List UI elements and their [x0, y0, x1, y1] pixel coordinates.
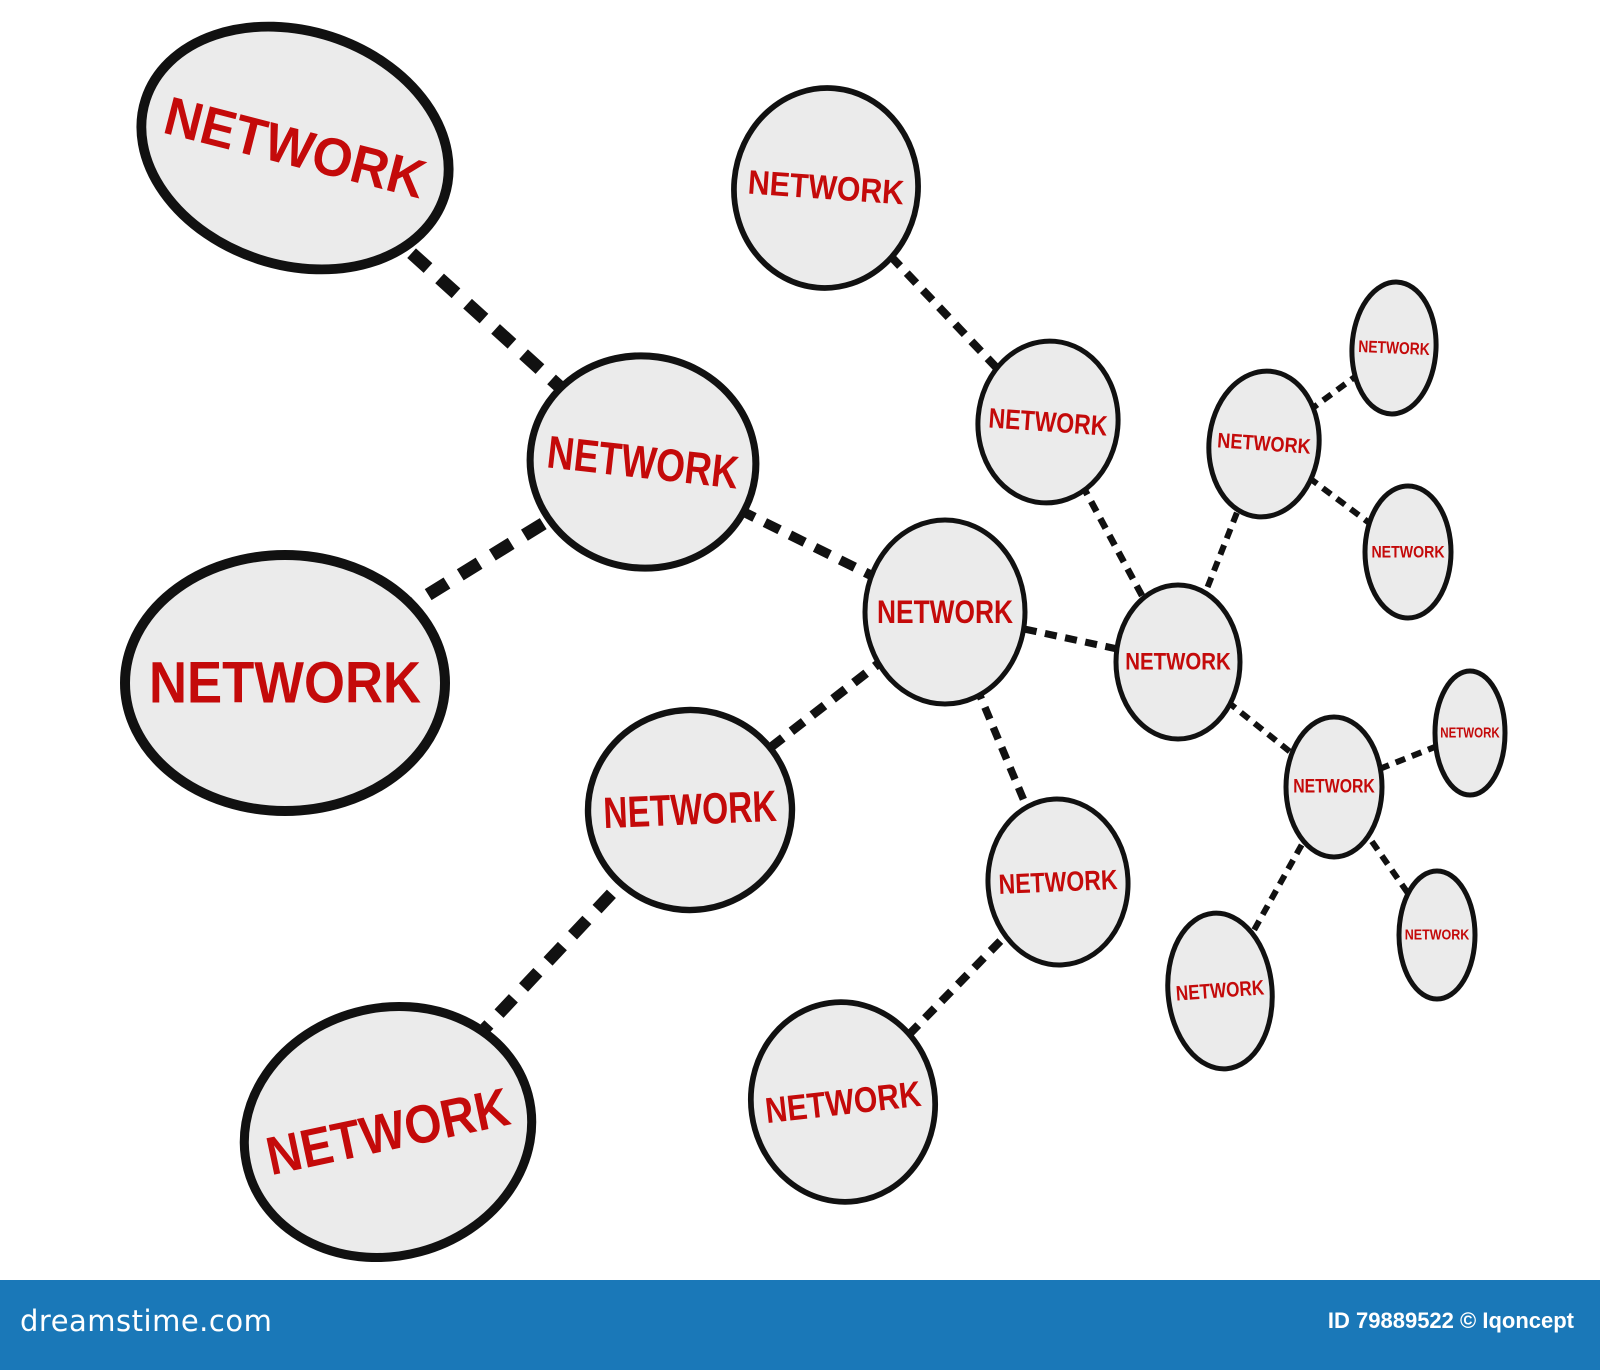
connector-n12-n14	[1307, 475, 1375, 529]
network-node-n18: NETWORK	[1165, 910, 1275, 1072]
network-node-n5: NETWORK	[584, 706, 796, 914]
network-node-n17: NETWORK	[1396, 868, 1478, 1002]
network-node-n4: NETWORK	[862, 517, 1028, 707]
network-node-n6: NETWORK	[239, 1001, 537, 1263]
network-node-n9: NETWORK	[1113, 582, 1243, 742]
node-label: NETWORK	[1405, 927, 1470, 944]
connector-n8-n9	[1079, 483, 1151, 608]
node-label: NETWORK	[1125, 649, 1231, 676]
node-circle	[239, 1001, 537, 1263]
node-circle	[985, 796, 1131, 968]
connector-n5-n4	[767, 658, 884, 752]
connector-n4-n9	[1024, 625, 1117, 653]
node-circle	[1432, 668, 1508, 798]
network-node-n11: NETWORK	[747, 999, 939, 1205]
connector-n4-n10	[973, 685, 1034, 818]
network-node-n1: NETWORK	[136, 21, 454, 275]
image-credit: ID 79889522 © Iqoncept	[1327, 1308, 1574, 1333]
network-node-n16: NETWORK	[1432, 668, 1508, 798]
connector-n1-n2	[379, 223, 568, 395]
network-node-n10: NETWORK	[985, 796, 1131, 968]
connector-n9-n12	[1198, 495, 1247, 605]
connector-n9-n15	[1225, 699, 1298, 759]
node-label: NETWORK	[1440, 725, 1500, 742]
network-node-n2: NETWORK	[526, 352, 760, 572]
node-label: NETWORK	[149, 651, 421, 716]
node-label: NETWORK	[1358, 337, 1431, 359]
dreamstime-logo[interactable]: dreamstime.com	[20, 1304, 273, 1338]
node-label: NETWORK	[602, 782, 777, 838]
connector-n15-n18	[1243, 828, 1313, 947]
node-circle	[584, 706, 796, 914]
node-circle	[975, 338, 1121, 506]
network-node-n13: NETWORK	[1349, 279, 1439, 417]
connector-n7-n8	[887, 253, 1002, 373]
node-circle	[1396, 868, 1478, 1002]
node-circle	[747, 999, 939, 1205]
node-label: NETWORK	[998, 864, 1118, 900]
network-node-n3: NETWORK	[120, 550, 450, 816]
connector-n3-n2	[392, 513, 555, 620]
connector-n11-n10	[905, 930, 1011, 1038]
connector-n12-n13	[1307, 371, 1362, 414]
node-circle	[862, 517, 1028, 707]
connector-n6-n5	[470, 880, 625, 1044]
node-circle	[1362, 483, 1454, 621]
network-nodes: NETWORK NETWORK NETWORK NETWORK NETWORK NETWO…	[120, 21, 1508, 1263]
network-node-n7: NETWORK	[731, 85, 921, 291]
node-circle	[136, 21, 454, 275]
node-circle	[1206, 368, 1322, 520]
node-label: NETWORK	[1371, 543, 1445, 562]
node-circle	[1283, 714, 1385, 860]
node-circle	[1165, 910, 1275, 1072]
node-circle	[1113, 582, 1243, 742]
network-node-n12: NETWORK	[1206, 368, 1322, 520]
connector-n15-n17	[1359, 825, 1418, 905]
node-circle	[731, 85, 921, 291]
node-circle	[120, 550, 450, 816]
network-node-n8: NETWORK	[975, 338, 1121, 506]
node-label: NETWORK	[1293, 777, 1375, 798]
connector-n15-n16	[1378, 743, 1438, 772]
node-circle	[1349, 279, 1439, 417]
node-circle	[526, 352, 760, 572]
network-node-n15: NETWORK	[1283, 714, 1385, 860]
connector-lines	[379, 223, 1438, 1044]
footer-bar: dreamstime.com ID 79889522 © Iqoncept	[0, 1280, 1600, 1370]
node-label: NETWORK	[877, 594, 1013, 630]
network-node-n14: NETWORK	[1362, 483, 1454, 621]
connector-n2-n4	[737, 505, 875, 581]
